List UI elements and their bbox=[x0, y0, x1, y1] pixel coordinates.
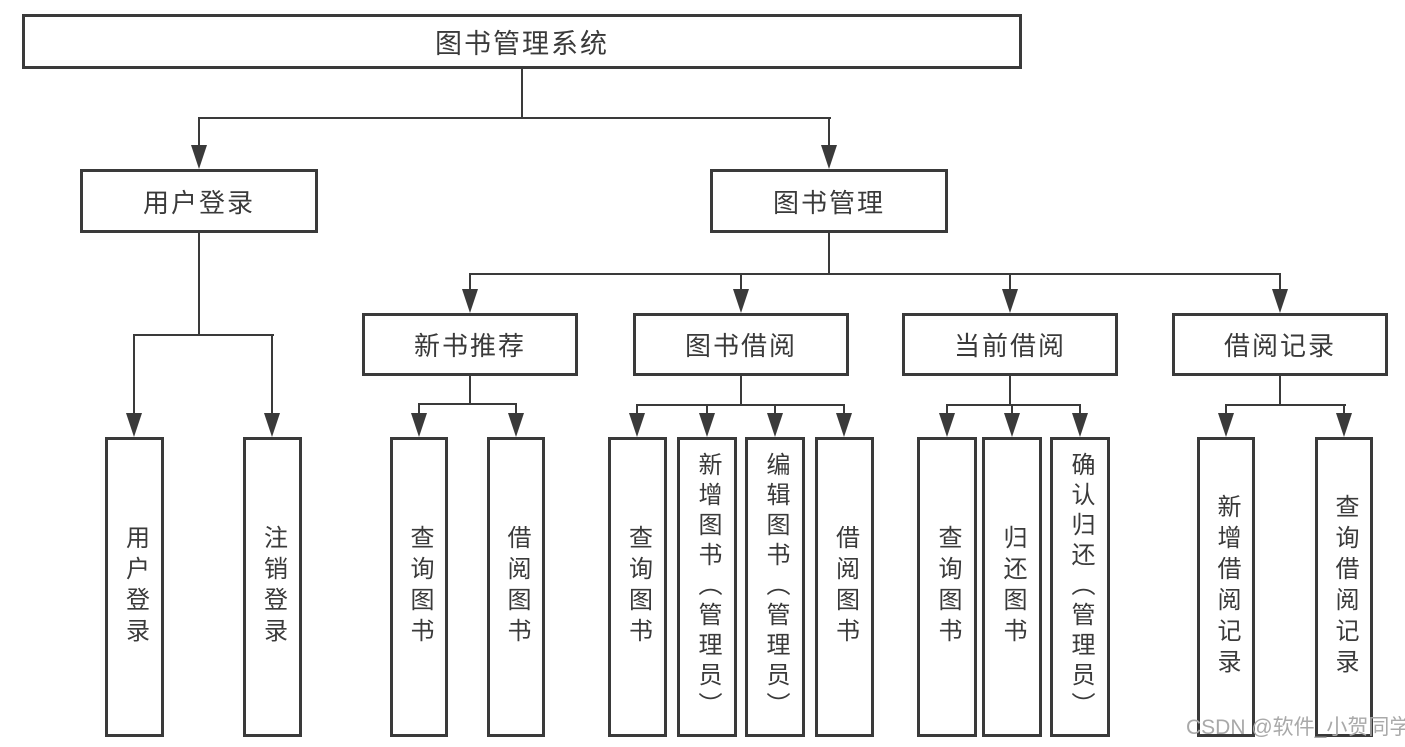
connector-line bbox=[1225, 404, 1346, 406]
leaf-return-book-label: 归还图书 bbox=[999, 525, 1026, 649]
connector-line bbox=[515, 403, 517, 415]
leaf-query-book-recommend: 查询图书 bbox=[390, 437, 448, 737]
connector-line bbox=[1343, 404, 1345, 415]
leaf-user-login-label: 用户登录 bbox=[121, 525, 149, 649]
arrow-down-icon bbox=[126, 413, 142, 437]
leaf-query-book-recommend-label: 查询图书 bbox=[406, 525, 433, 649]
node-user-login: 用户登录 bbox=[80, 169, 318, 233]
arrow-down-icon bbox=[767, 413, 783, 437]
watermark: CSDN @软件_小贺同学 bbox=[1186, 716, 1405, 739]
leaf-query-book-current: 查询图书 bbox=[917, 437, 977, 737]
arrow-down-icon bbox=[629, 413, 645, 437]
connector-line bbox=[740, 376, 742, 406]
arrow-down-icon bbox=[411, 413, 427, 437]
connector-line bbox=[1009, 273, 1011, 291]
connector-line bbox=[271, 334, 273, 415]
node-book-management-label: 图书管理 bbox=[772, 187, 885, 218]
connector-line bbox=[1009, 376, 1011, 406]
arrow-down-icon bbox=[508, 413, 524, 437]
leaf-add-borrow-record: 新增借阅记录 bbox=[1197, 437, 1255, 737]
connector-line bbox=[774, 404, 776, 415]
node-current-borrow-label: 当前借阅 bbox=[953, 331, 1066, 361]
node-current-borrow: 当前借阅 bbox=[902, 313, 1118, 376]
connector-line bbox=[1279, 273, 1281, 291]
arrow-down-icon bbox=[1072, 413, 1088, 437]
leaf-query-borrow-record: 查询借阅记录 bbox=[1315, 437, 1373, 737]
node-borrow-record: 借阅记录 bbox=[1172, 313, 1388, 376]
leaf-add-book-admin-label: 新增图书（管理员） bbox=[694, 452, 721, 722]
leaf-borrow-book-recommend-label: 借阅图书 bbox=[503, 525, 530, 649]
connector-line bbox=[636, 404, 845, 406]
connector-line bbox=[843, 404, 845, 415]
connector-line bbox=[636, 404, 638, 415]
leaf-logout: 注销登录 bbox=[243, 437, 302, 737]
connector-line bbox=[1279, 376, 1281, 406]
node-book-borrow-label: 图书借阅 bbox=[684, 331, 797, 361]
leaf-query-borrow-record-label: 查询借阅记录 bbox=[1331, 494, 1358, 680]
leaf-add-book-admin: 新增图书（管理员） bbox=[677, 437, 737, 737]
connector-line bbox=[418, 403, 420, 415]
node-root-label: 图书管理系统 bbox=[435, 29, 609, 59]
leaf-edit-book-admin-label: 编辑图书（管理员） bbox=[762, 452, 789, 722]
connector-line bbox=[946, 404, 1081, 406]
connector-line bbox=[133, 334, 135, 415]
connector-line bbox=[199, 117, 831, 119]
node-root: 图书管理系统 bbox=[22, 14, 1022, 69]
connector-line bbox=[469, 376, 471, 405]
connector-line bbox=[706, 404, 708, 415]
arrow-down-icon bbox=[1336, 413, 1352, 437]
connector-line bbox=[469, 273, 1281, 275]
arrow-down-icon bbox=[462, 289, 478, 313]
arrow-down-icon bbox=[191, 145, 207, 169]
connector-line bbox=[1011, 404, 1013, 415]
leaf-borrow-book-label: 借阅图书 bbox=[831, 525, 859, 649]
connector-line bbox=[828, 117, 830, 147]
node-user-login-label: 用户登录 bbox=[142, 187, 255, 218]
leaf-logout-label: 注销登录 bbox=[259, 525, 287, 649]
arrow-down-icon bbox=[1004, 413, 1020, 437]
connector-line bbox=[198, 233, 200, 336]
leaf-return-book: 归还图书 bbox=[982, 437, 1042, 737]
connector-line bbox=[198, 117, 200, 147]
connector-line bbox=[521, 69, 523, 119]
node-borrow-record-label: 借阅记录 bbox=[1223, 331, 1336, 361]
arrow-down-icon bbox=[264, 413, 280, 437]
arrow-down-icon bbox=[733, 289, 749, 313]
arrow-down-icon bbox=[836, 413, 852, 437]
connector-line bbox=[469, 273, 471, 291]
leaf-query-book-current-label: 查询图书 bbox=[934, 525, 961, 649]
node-new-book-recommend: 新书推荐 bbox=[362, 313, 578, 376]
connector-line bbox=[828, 233, 830, 275]
connector-line bbox=[1225, 404, 1227, 415]
arrow-down-icon bbox=[821, 145, 837, 169]
connector-line bbox=[1079, 404, 1081, 415]
connector-line bbox=[133, 334, 274, 336]
leaf-borrow-book-recommend: 借阅图书 bbox=[487, 437, 545, 737]
leaf-user-login: 用户登录 bbox=[105, 437, 164, 737]
connector-line bbox=[740, 273, 742, 291]
leaf-add-borrow-record-label: 新增借阅记录 bbox=[1213, 494, 1240, 680]
node-book-management: 图书管理 bbox=[710, 169, 948, 233]
connector-line bbox=[946, 404, 948, 415]
arrow-down-icon bbox=[1002, 289, 1018, 313]
node-new-book-recommend-label: 新书推荐 bbox=[413, 331, 526, 361]
leaf-query-book-borrow: 查询图书 bbox=[608, 437, 667, 737]
arrow-down-icon bbox=[939, 413, 955, 437]
leaf-borrow-book: 借阅图书 bbox=[815, 437, 874, 737]
arrow-down-icon bbox=[699, 413, 715, 437]
node-book-borrow: 图书借阅 bbox=[633, 313, 849, 376]
connector-line bbox=[418, 403, 517, 405]
leaf-query-book-borrow-label: 查询图书 bbox=[624, 525, 652, 649]
leaf-confirm-return-admin-label: 确认归还（管理员） bbox=[1067, 452, 1094, 722]
leaf-edit-book-admin: 编辑图书（管理员） bbox=[745, 437, 805, 737]
arrow-down-icon bbox=[1218, 413, 1234, 437]
arrow-down-icon bbox=[1272, 289, 1288, 313]
leaf-confirm-return-admin: 确认归还（管理员） bbox=[1050, 437, 1110, 737]
